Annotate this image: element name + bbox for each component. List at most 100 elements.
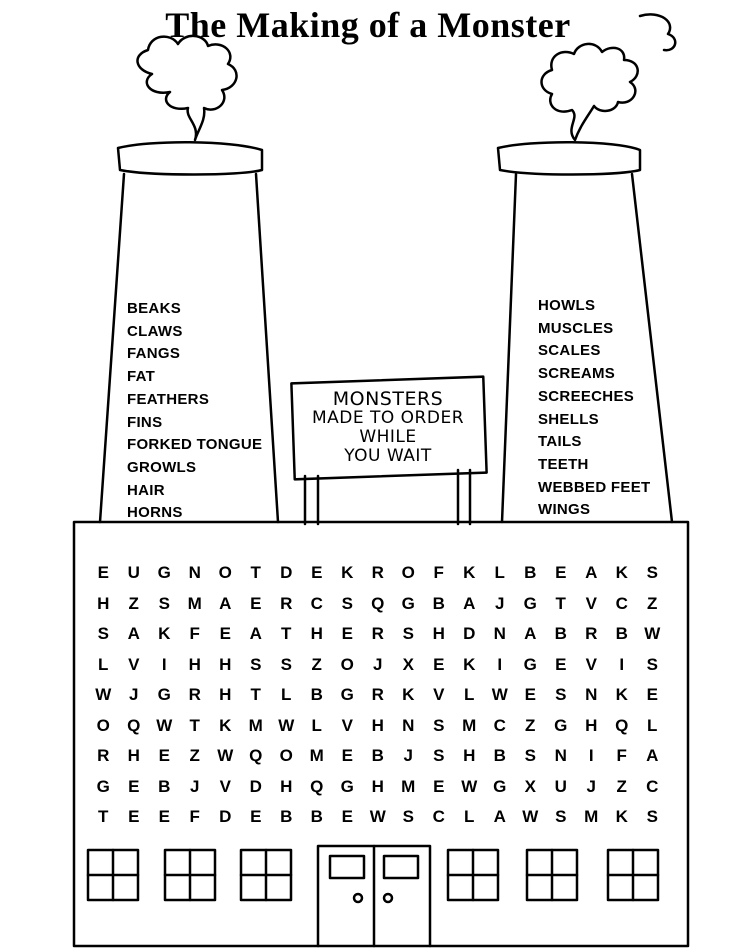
grid-letter: F xyxy=(616,746,627,765)
grid-letter: K xyxy=(158,624,171,643)
grid-letter: V xyxy=(585,654,597,674)
grid-letter: I xyxy=(161,654,167,674)
grid-letter: H xyxy=(219,654,232,674)
grid-letter: C xyxy=(646,776,659,796)
grid-letter: B xyxy=(158,776,171,796)
grid-letter: H xyxy=(585,715,598,735)
grid-letter: N xyxy=(402,715,415,735)
sign-board xyxy=(290,375,488,481)
grid-letter: M xyxy=(309,746,324,765)
word: SCREECHES xyxy=(538,387,635,405)
grid-letter: B xyxy=(524,563,537,582)
grid-letter: G xyxy=(401,593,415,613)
grid-letter: W xyxy=(369,807,386,826)
grid-letter: W xyxy=(644,624,661,643)
grid-letter: R xyxy=(97,746,110,765)
grid-letter: K xyxy=(341,563,354,582)
grid-letter: Q xyxy=(615,715,629,735)
grid-letter: S xyxy=(646,654,658,674)
grid-letter: S xyxy=(555,685,567,704)
word: BEAKS xyxy=(127,300,182,317)
grid-letter: I xyxy=(619,654,625,674)
grid-letter: W xyxy=(278,715,295,735)
grid-letter: K xyxy=(463,654,476,674)
grid-letter: E xyxy=(433,776,445,796)
grid-letter: H xyxy=(97,593,110,613)
grid-letter: A xyxy=(463,593,476,613)
grid-letter: S xyxy=(433,746,445,765)
grid-letter: H xyxy=(463,746,476,765)
grid-letter: H xyxy=(432,624,445,643)
grid-letter: D xyxy=(463,624,476,643)
grid-letter: T xyxy=(189,715,200,735)
grid-letter: W xyxy=(217,746,234,765)
sign-line: MONSTERS xyxy=(332,388,444,410)
grid-letter: Z xyxy=(189,746,200,765)
word: WEBBED FEET xyxy=(538,478,651,496)
sign-line: WHILE xyxy=(359,427,417,447)
word: FORKED TONGUE xyxy=(127,436,263,454)
grid-letter: B xyxy=(615,624,628,643)
grid-letter: L xyxy=(494,563,505,582)
grid-letter: F xyxy=(189,624,200,643)
grid-letter: H xyxy=(371,776,384,796)
grid-letter: B xyxy=(310,807,323,826)
grid-letter: M xyxy=(187,593,202,613)
grid-letter: C xyxy=(310,593,323,613)
grid-letter: E xyxy=(341,746,353,765)
grid-letter: O xyxy=(218,563,232,582)
grid-letter: E xyxy=(250,593,262,613)
grid-letter: A xyxy=(127,624,140,643)
grid-letter: S xyxy=(158,593,170,613)
word: FINS xyxy=(127,413,163,431)
grid-letter: D xyxy=(280,563,293,582)
grid-letter: A xyxy=(493,807,506,826)
grid-letter: R xyxy=(188,685,201,704)
grid-letter: R xyxy=(280,593,293,613)
grid-letter: O xyxy=(401,563,415,582)
grid-letter: J xyxy=(495,593,505,613)
grid-letter: L xyxy=(464,807,475,826)
grid-letter: Z xyxy=(525,715,536,735)
grid-letter: E xyxy=(311,563,323,582)
grid-letter: R xyxy=(585,624,598,643)
grid-letter: Q xyxy=(249,746,263,765)
grid-letter: K xyxy=(615,685,628,704)
grid-letter: H xyxy=(127,746,140,765)
grid-letter: B xyxy=(280,807,293,826)
grid-letter: H xyxy=(371,715,384,735)
left-chimney xyxy=(116,140,264,176)
grid-letter: B xyxy=(493,746,506,765)
sign-line: MADE TO ORDER xyxy=(311,408,465,428)
grid-letter: L xyxy=(98,654,109,674)
grid-letter: C xyxy=(432,807,445,826)
word: HORNS xyxy=(127,504,183,522)
grid-letter: L xyxy=(647,715,658,735)
grid-letter: K xyxy=(219,715,232,735)
grid-letter: K xyxy=(615,807,628,826)
grid-letter: K xyxy=(615,563,628,582)
grid-letter: A xyxy=(524,624,537,643)
grid-letter: G xyxy=(340,685,354,704)
grid-letter: H xyxy=(310,624,323,643)
grid-letter: L xyxy=(464,685,475,704)
grid-letter: A xyxy=(585,563,598,582)
grid-letter: F xyxy=(433,563,444,582)
grid-letter: G xyxy=(157,685,171,704)
grid-letter: N xyxy=(585,685,598,704)
building xyxy=(72,520,690,948)
grid-letter: B xyxy=(554,624,567,643)
grid-letter: F xyxy=(189,807,200,826)
word-list-left: BEAKS CLAWS FANGS FAT FEATHERS FINS FORK… xyxy=(127,298,262,525)
grid-letter: E xyxy=(646,685,658,704)
grid-letter: E xyxy=(555,654,567,674)
grid-letter: L xyxy=(311,715,322,735)
grid-letter: K xyxy=(463,563,476,582)
